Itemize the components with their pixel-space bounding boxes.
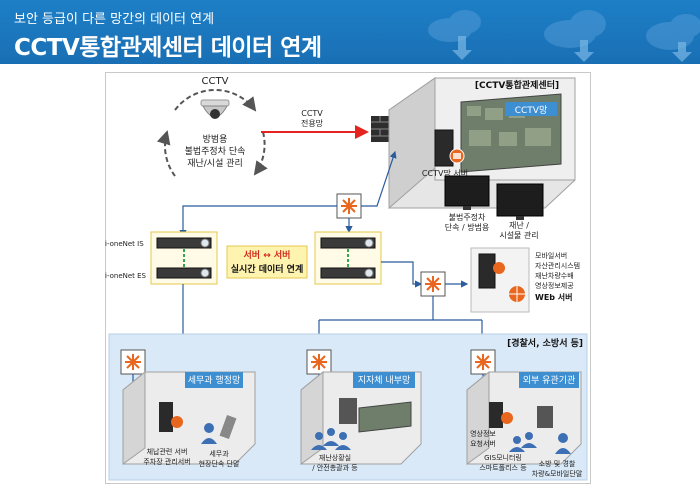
web-server-box [470, 247, 530, 313]
sync-line-2: 실시간 데이터 연계 [231, 263, 304, 275]
web-item-2: 재난차량수배 [535, 271, 574, 280]
tax-users-2: 현장단속 단말 [199, 459, 240, 468]
cctv-server-label: CCTV망 서버 [422, 168, 468, 178]
header-title: CCTV통합관제센터 데이터 연계 [14, 35, 322, 61]
local-caption-2: / 안전총괄과 등 [312, 463, 358, 472]
i-onenet-right-box [314, 231, 382, 285]
i-onenet-left-box [150, 231, 218, 285]
monitor1-label-1: 불법주정차 [449, 212, 486, 222]
agency-gis-2: 스마트폴리스 등 [479, 463, 527, 472]
agency-gis-1: GIS모니터링 [484, 453, 522, 462]
cctv-group: CCTV 방범용 불법주정차 단속 재난/시설 관리 [156, 76, 268, 177]
network-switch-icon-top [336, 193, 362, 219]
tax-server-1: 체납관련 서버 [147, 447, 188, 456]
tax-users-1: 세무과 [209, 449, 229, 458]
external-title: [경찰서, 소방서 등] [507, 337, 583, 349]
tax-server-2: 주차장 관리서버 [143, 457, 190, 466]
monitor-disaster-icon [496, 183, 544, 220]
tax-badge: 세무과 행정망 [188, 374, 241, 386]
cctv-caption-2: 불법주정차 단속 [185, 145, 246, 157]
control-center: [CCTV통합관제센터] CCTV망 CCTV망 서버 [388, 77, 576, 210]
web-item-0: 모바일서버 [535, 251, 567, 260]
local-badge: 지자체 내부망 [358, 375, 411, 386]
header-subtitle: 보안 등급이 다른 망간의 데이터 연계 [14, 12, 215, 27]
monitor2-label-2: 시설물 관리 [499, 230, 538, 240]
agency-mobile-2: 차량&모바일단말 [532, 469, 583, 478]
sync-label-box: 서버 ↔ 서버 실시간 데이터 연계 [226, 245, 308, 279]
agency-network: 외부 유관기관 영상정보 요청서버 GIS모니터링 스마트폴리스 등 소방 및 … [466, 349, 583, 478]
network-switch-icon-middle [420, 271, 446, 297]
monitor-enforcement-icon [444, 175, 490, 210]
tax-network: 세무과 행정망 체납관련 서버 주차장 관리서버 세무과 현장단속 단말 [120, 349, 256, 468]
is-label: i-oneNet IS [105, 240, 144, 248]
local-network: 지자체 내부망 재난상황실 / 안전총괄과 등 [300, 349, 422, 472]
monitor2-label-1: 재난 / [509, 221, 529, 230]
agency-server-2: 요청서버 [470, 439, 496, 448]
local-caption-1: 재난상황실 [319, 453, 351, 462]
link-label-2: 전용망 [301, 118, 324, 128]
link-label-1: CCTV [301, 109, 323, 118]
cctv-caption-1: 방범용 [203, 134, 228, 145]
agency-server-1: 영상정보 [470, 429, 496, 438]
web-item-3: 영상정보제공 [535, 281, 574, 290]
cctv-caption-3: 재난/시설 관리 [187, 158, 243, 169]
es-label: i-oneNet ES [105, 272, 147, 280]
agency-badge: 외부 유관기관 [523, 374, 576, 386]
network-diagram: CCTV 방범용 불법주정차 단속 재난/시설 관리 CCTV 전용망 [105, 76, 588, 481]
cctv-network-badge-label: CCTV망 [515, 105, 548, 116]
web-title: WEb 서버 [535, 292, 573, 302]
cctv-label: CCTV [202, 76, 229, 87]
header-banner: 보안 등급이 다른 망간의 데이터 연계 CCTV통합관제센터 데이터 연계 [0, 0, 700, 64]
dome-camera-icon [200, 99, 230, 119]
web-item-1: 자산관리시스템 [535, 261, 580, 270]
monitor1-label-2: 단속 / 방범용 [445, 222, 490, 232]
cctv-server-icon [434, 129, 465, 167]
cloud-download-decoration-icon [428, 10, 700, 62]
cctv-dedicated-link: CCTV 전용망 [261, 109, 369, 139]
agency-mobile-1: 소방 및 경찰 [539, 459, 576, 468]
sync-line-1: 서버 ↔ 서버 [244, 249, 291, 261]
cctv-network-badge [505, 102, 557, 116]
center-title: [CCTV통합관제센터] [475, 79, 559, 91]
